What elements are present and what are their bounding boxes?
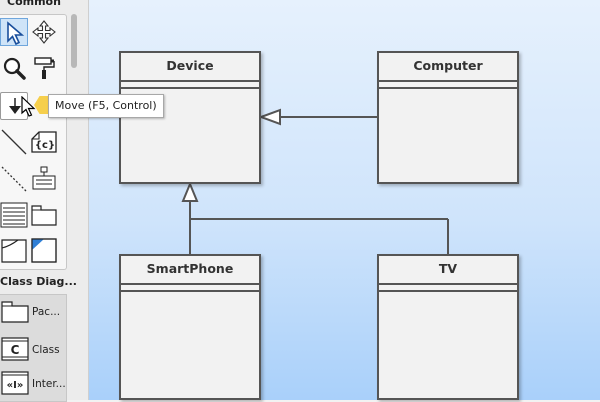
class-glyph: C [11,343,20,357]
interface-item-label: Inter... [32,378,66,390]
select-tool[interactable] [0,18,28,46]
constraint-icon: {c} [31,131,57,153]
pan-tool[interactable] [30,18,58,46]
class-name[interactable]: Computer [413,58,483,73]
class-diagram-section-title[interactable]: Class Diag... [0,275,77,288]
class-palette-item[interactable]: C Class [0,335,66,365]
class-name[interactable]: Device [166,58,214,73]
class-name[interactable]: TV [438,261,458,276]
constraint-tool[interactable]: {c} [30,128,58,156]
move-tool-tooltip: Move (F5, Control) [48,94,164,118]
format-painter-tool[interactable] [30,54,58,82]
class-name[interactable]: SmartPhone [146,261,234,276]
interface-glyph: «I» [7,380,24,391]
hierarchy-icon [32,166,56,190]
diagram-palette: Common [0,0,89,402]
connector-tool[interactable] [0,128,28,156]
class-compartment-separator [121,80,259,89]
magnifier-icon [3,57,26,80]
computer-class[interactable]: Computer [377,51,519,184]
class-item-label: Class [32,344,60,356]
move-down-icon [9,98,21,114]
package-palette-item[interactable]: Pac... [0,297,66,327]
tooltip-flag-icon [34,96,48,114]
paint-roller-icon [34,57,55,79]
common-section-title[interactable]: Common [7,0,61,8]
class-diagram-panel: Pac... C Class «I» Inter... [0,294,67,402]
move-arrows-icon [32,20,56,44]
palette-scrollbar-track[interactable] [70,14,78,400]
interface-icon: «I» [1,371,29,395]
arrow-pointer-icon [7,21,25,46]
zoom-tool[interactable] [0,54,28,82]
dashed-connector-tool[interactable] [0,165,28,193]
interface-palette-item[interactable]: «I» Inter... [0,369,66,399]
blue-note-icon [31,238,57,263]
mouse-cursor-icon [21,96,36,117]
folder-tool[interactable] [30,201,58,229]
palette-scrollbar-thumb[interactable] [71,14,77,68]
text-tool[interactable] [0,201,28,229]
dashed-line-icon [1,166,27,192]
text-lines-icon [0,202,28,228]
class-compartment-separator [379,283,517,292]
hierarchy-tool[interactable] [30,165,58,193]
constraint-glyph: {c} [35,140,55,151]
note-tool[interactable] [0,236,28,264]
class-compartment-separator [379,80,517,89]
folder-icon [31,205,57,226]
smartphone-class[interactable]: SmartPhone [119,254,261,400]
line-icon [1,129,27,155]
class-icon: C [1,337,29,361]
color-note-tool[interactable] [30,236,58,264]
note-icon [1,239,27,263]
package-icon [1,301,29,323]
tv-class[interactable]: TV [377,254,519,400]
class-compartment-separator [121,283,259,292]
common-tools-panel: {c} [0,14,67,270]
package-item-label: Pac... [32,306,61,318]
